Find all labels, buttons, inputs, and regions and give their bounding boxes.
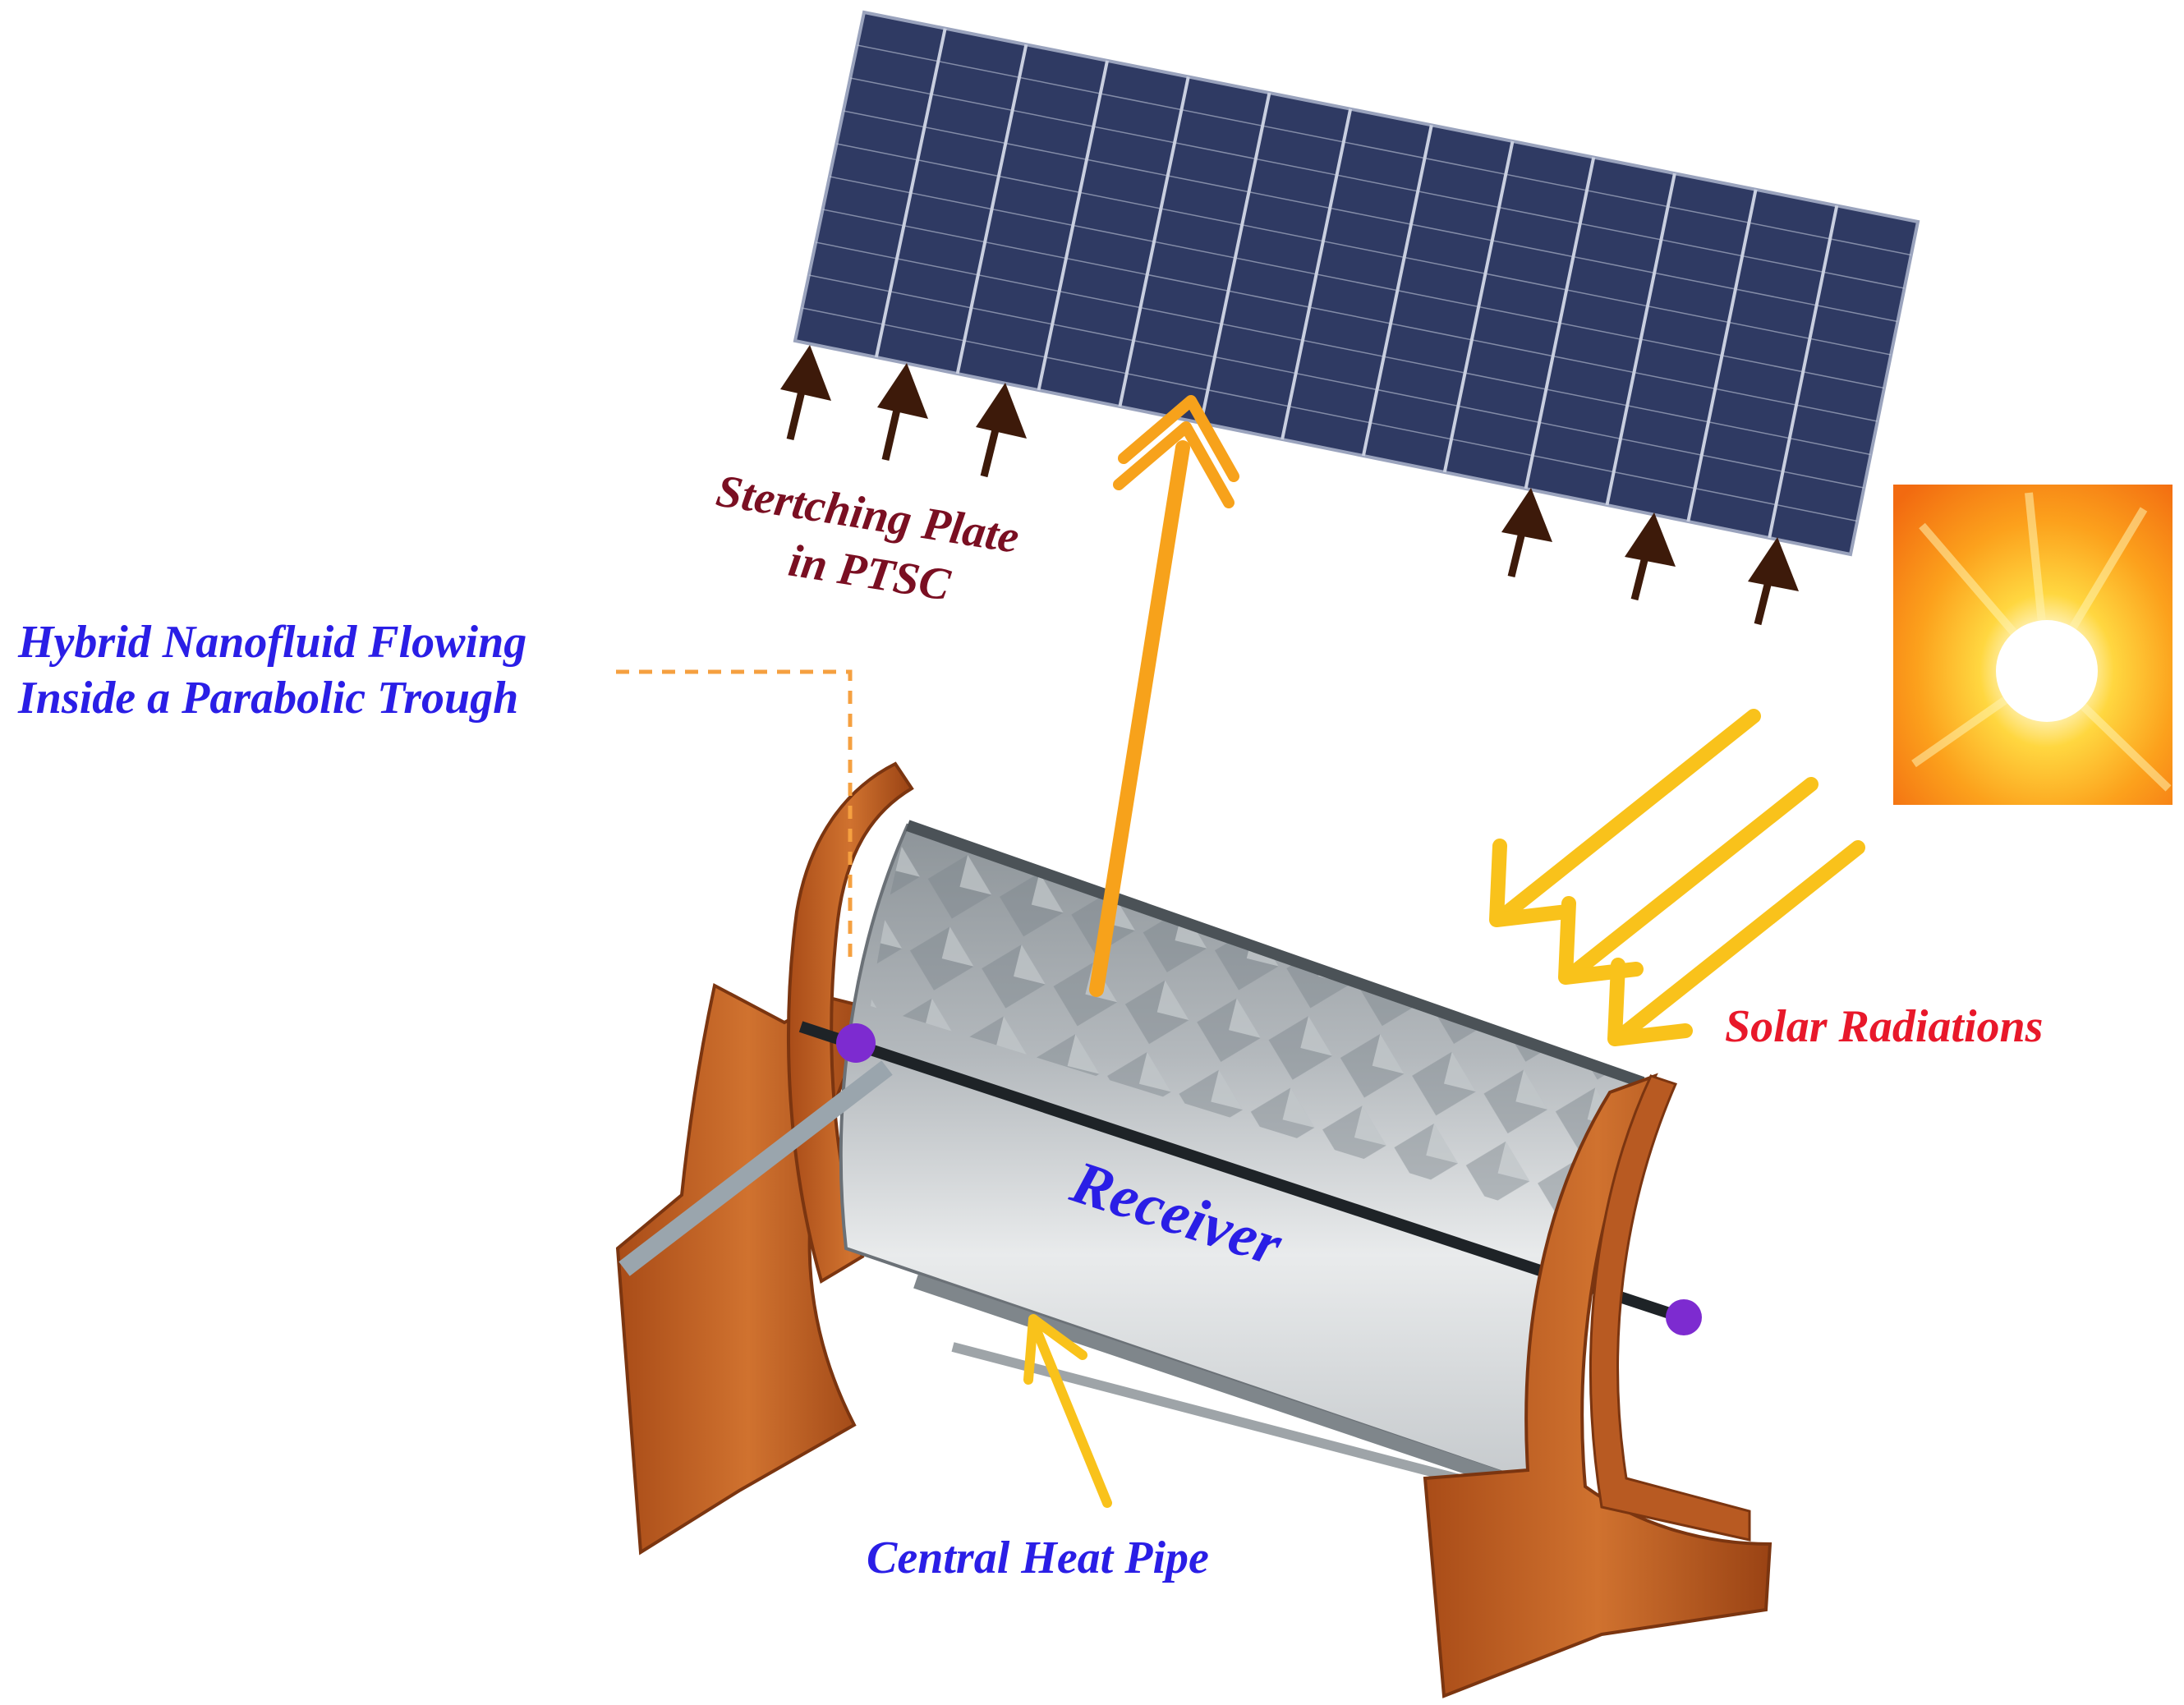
left-frame-arch	[787, 761, 914, 1284]
panel-row-divider	[808, 274, 1864, 489]
diagonal-strut	[618, 1060, 893, 1276]
right-frame-arch	[1589, 1074, 1751, 1542]
stretching-force-arrows	[780, 345, 1799, 626]
radiation-arrow-2	[1558, 777, 1818, 985]
panel-row-divider	[836, 143, 1892, 356]
right-tube-fitting	[1666, 1299, 1702, 1335]
solar-radiation-arrows	[1489, 709, 1865, 1046]
nanofluid-leader-line	[616, 669, 853, 957]
left-tube-fitting	[836, 1023, 876, 1063]
central-heat-pipe-label: Central Heat Pipe	[867, 1533, 1209, 1583]
panel-row-divider	[822, 209, 1878, 422]
panel-row-divider	[816, 241, 1871, 456]
parabolic-trough-icon	[615, 761, 1772, 1698]
nanofluid-label-line2: Inside a Parabolic Trough	[17, 673, 518, 724]
heat-flux-arrow	[1089, 395, 1239, 997]
force-arrow-2	[877, 363, 928, 462]
trough-mirror-facets	[871, 825, 1643, 1224]
solar-panel-icon	[793, 10, 1920, 557]
sun-icon	[1893, 485, 2173, 805]
force-arrow-3	[976, 383, 1027, 478]
panel-row-divider	[850, 77, 1905, 289]
solar-radiations-label: Solar Radiations	[1725, 1001, 2043, 1052]
force-arrow-5	[1625, 512, 1676, 601]
panel-row-divider	[843, 110, 1898, 323]
solar-panel-cell-grid	[802, 28, 1911, 539]
heat-pipe-pointer-arrow	[1023, 1314, 1112, 1508]
radiation-arrow-1	[1489, 709, 1761, 927]
force-arrow-1	[780, 345, 831, 441]
panel-row-divider	[857, 44, 1911, 256]
top-rail	[905, 820, 1645, 1088]
radiation-arrow-3	[1607, 840, 1865, 1046]
force-arrow-4	[1501, 488, 1552, 578]
force-arrow-6	[1748, 537, 1799, 626]
nanofluid-label-line1: Hybrid Nanofluid Flowing	[17, 617, 526, 668]
solar-panel-plate	[793, 10, 1920, 557]
panel-row-divider	[829, 176, 1885, 389]
panel-row-divider	[802, 307, 1858, 522]
